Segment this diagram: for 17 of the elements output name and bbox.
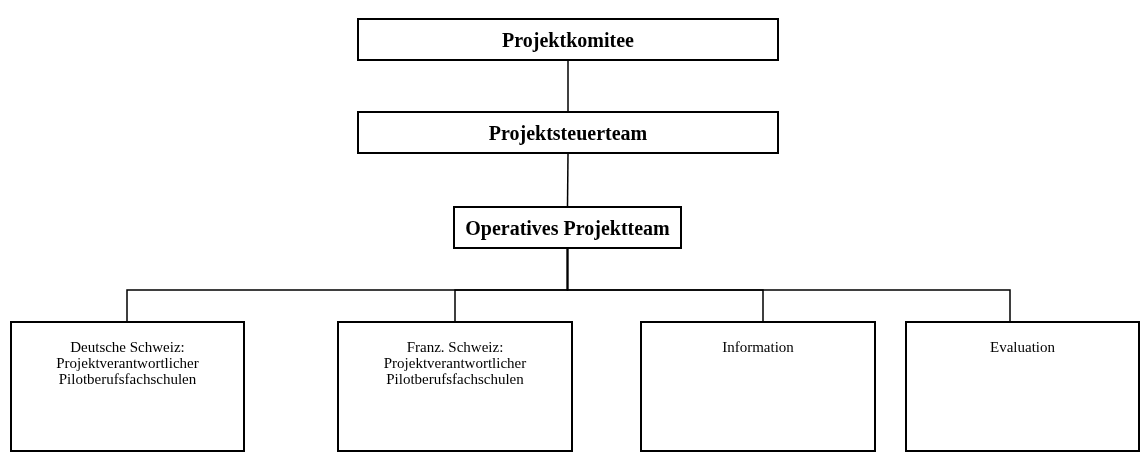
org-box	[640, 321, 876, 452]
unit-label: Evaluation	[990, 339, 1055, 355]
connector-line	[566, 153, 569, 207]
unit-label: Projektkomitee	[502, 27, 634, 52]
connector-line	[567, 60, 569, 112]
org-box	[905, 321, 1140, 452]
org-box	[10, 321, 245, 452]
org-box	[357, 18, 779, 61]
connector-line	[566, 248, 1011, 322]
org-box	[337, 321, 573, 452]
unit-label: Deutsche Schweiz: Projektverantwortlicher Pilotberufsfachschulen	[55, 339, 200, 387]
unit-label: Operatives Projektteam	[465, 215, 670, 240]
unit-label: Information	[722, 339, 794, 355]
org-box	[357, 111, 779, 154]
unit-label: Franz. Schweiz: Projektverantwortlicher Pilotberufsfachschulen	[382, 339, 528, 387]
unit-label: Projektsteuerteam	[488, 120, 648, 145]
org-box	[453, 206, 682, 249]
